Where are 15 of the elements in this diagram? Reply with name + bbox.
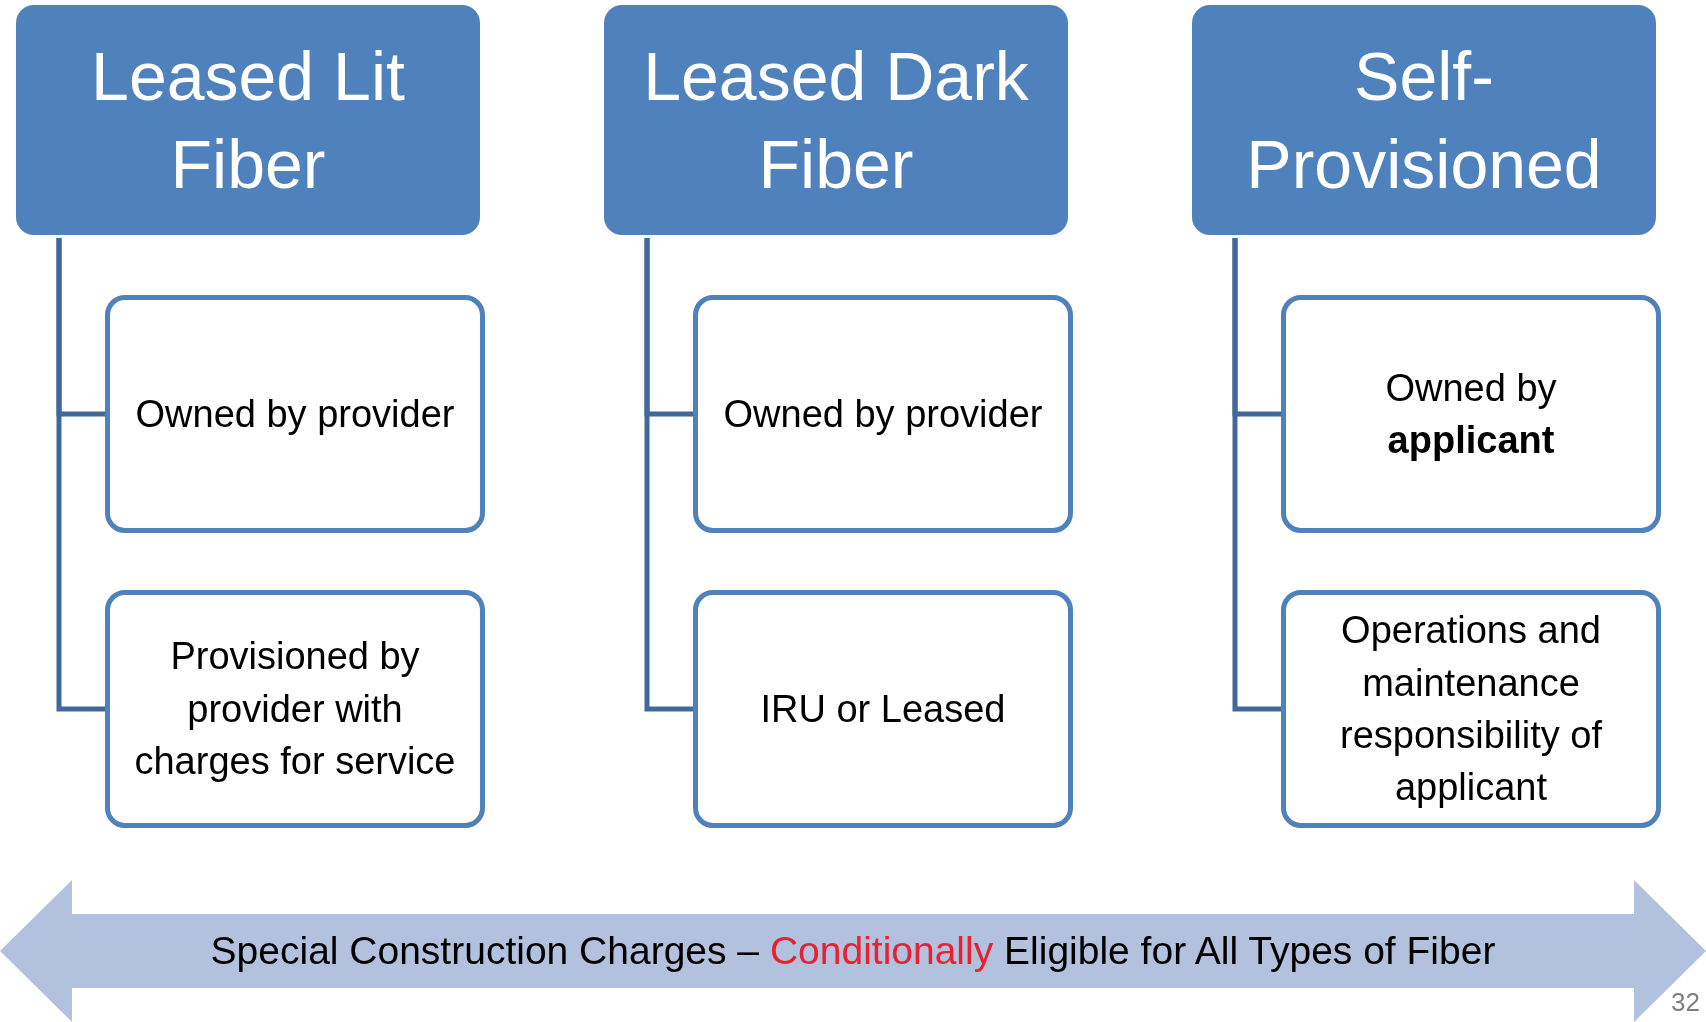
- category-header: Leased Dark Fiber: [604, 5, 1068, 235]
- detail-box: IRU or Leased: [693, 590, 1073, 828]
- connector-line: [1232, 238, 1281, 712]
- double-arrow-banner: [0, 880, 1706, 1022]
- detail-box: Provisioned by provider with charges for service: [105, 590, 485, 828]
- banner-text: Special Construction Charges – Conditionally Eligible for All Types of Fiber: [210, 929, 1496, 973]
- category-header: Leased Lit Fiber: [16, 5, 480, 235]
- detail-box: Operations and maintenance responsibility of applicant: [1281, 590, 1661, 828]
- category-header: Self-Provisioned: [1192, 5, 1656, 235]
- detail-box: Owned by provider: [105, 295, 485, 533]
- detail-box: Owned by applicant: [1281, 295, 1661, 533]
- connector-line: [56, 238, 105, 712]
- detail-box: Owned by provider: [693, 295, 1073, 533]
- connector-line: [644, 238, 693, 712]
- page-number: 32: [1671, 987, 1700, 1018]
